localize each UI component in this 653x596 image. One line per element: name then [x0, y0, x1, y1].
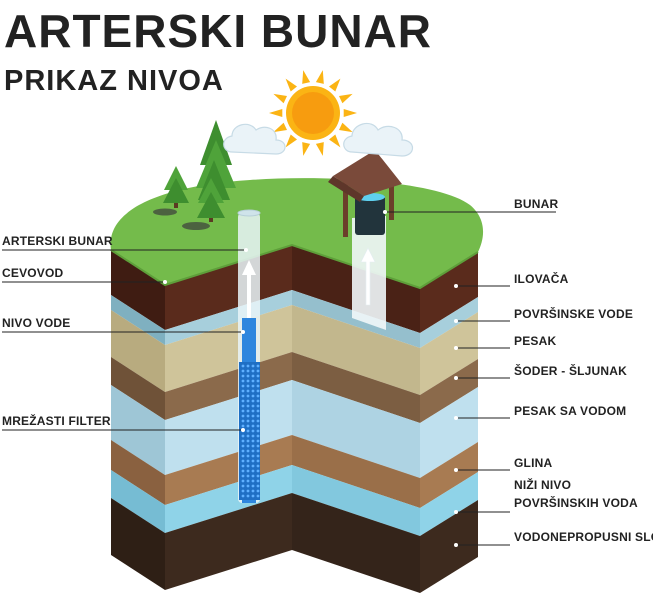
sun-ray	[269, 109, 283, 117]
sun-ray	[315, 142, 324, 156]
sun-icon	[269, 70, 357, 156]
label-pesak: PESAK	[514, 334, 557, 348]
label-pesak-sa-vodom: PESAK SA VODOM	[514, 404, 627, 418]
label-nivo-vode: NIVO VODE	[2, 316, 71, 330]
sun-ray	[329, 134, 341, 148]
sun-ray	[315, 70, 324, 84]
label-nizi-nivo-line1: NIŽI NIVO	[514, 478, 572, 492]
leader-lines	[2, 211, 556, 546]
diagram-title: ARTERSKI BUNAR	[4, 5, 432, 57]
arrow-up-icon	[360, 247, 376, 306]
sun-ray	[343, 109, 357, 117]
sun-ray	[285, 134, 297, 148]
label-soder-sljunak: ŠODER - ŠLJUNAK	[514, 364, 628, 378]
label-vodonepropusni-sloj: VODONEPROPUSNI SLOJ	[514, 530, 653, 544]
label-mrezasti-filter: MREŽASTI FILTER	[2, 414, 111, 428]
label-glina: GLINA	[514, 456, 553, 470]
leader-dots	[163, 210, 458, 547]
soil-layers-right	[420, 252, 478, 593]
soil-layers-left	[111, 250, 165, 590]
sun-ray	[339, 93, 353, 104]
tree-icon	[153, 166, 189, 216]
mesh-filter-pattern	[241, 364, 260, 498]
soil-layers-front	[165, 245, 292, 590]
label-povrsinske-vode: POVRŠINSKE VODE	[514, 307, 634, 321]
tree-icon	[197, 178, 225, 222]
well-icon	[328, 150, 402, 237]
label-ilovaca: ILOVAČA	[514, 272, 569, 286]
arrow-up-icon	[242, 260, 256, 318]
sun-ray	[273, 122, 287, 133]
diagram-subtitle: PRIKAZ NIVOA	[4, 65, 224, 97]
sun-ray	[339, 122, 353, 133]
cloud-icon	[223, 123, 286, 155]
well-shaft	[352, 216, 386, 330]
artesian-pipe	[237, 209, 261, 503]
sun-ray	[302, 70, 311, 84]
cloud-icon	[343, 122, 414, 157]
sun-ray	[329, 78, 341, 92]
label-cevovod: CEVOVOD	[2, 266, 64, 280]
sun-ray	[302, 142, 311, 156]
label-arterski-bunar: ARTERSKI BUNAR	[2, 234, 113, 248]
sun-ray	[273, 93, 287, 104]
sun-ray	[285, 78, 297, 92]
label-bunar: BUNAR	[514, 197, 559, 211]
label-nizi-nivo-line2: POVRŠINSKIH VODA	[514, 496, 638, 510]
